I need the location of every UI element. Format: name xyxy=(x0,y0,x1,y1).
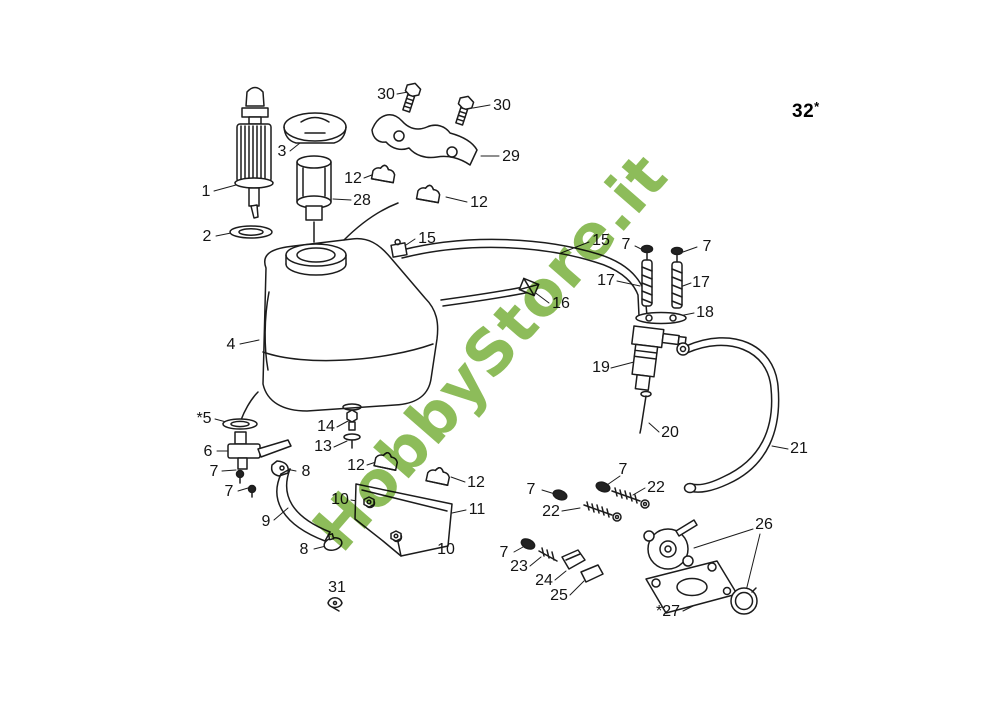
fuel-line-21 xyxy=(676,337,780,494)
figure-ref-star: * xyxy=(814,99,820,114)
lower-bracket xyxy=(354,449,453,557)
upper-bracket xyxy=(371,114,478,166)
fuel-cap xyxy=(283,112,347,144)
hose-clamps-upper xyxy=(370,162,442,204)
fuel-tank xyxy=(240,202,439,421)
fuel-pump xyxy=(643,519,758,615)
fuel-hose xyxy=(276,468,343,551)
fuel-filter xyxy=(229,86,274,239)
injector-valve xyxy=(631,325,687,434)
figure-ref-marker: 32* xyxy=(792,99,820,123)
cap-insert xyxy=(296,155,332,221)
tank-outlet xyxy=(343,409,361,449)
clip-31 xyxy=(327,597,343,612)
pump-mount-parts xyxy=(520,538,604,583)
petcock xyxy=(222,418,292,498)
figure-ref-number: 32 xyxy=(792,101,815,122)
mount-bolts xyxy=(398,80,476,127)
pump-fittings xyxy=(552,481,650,522)
valve-fasteners xyxy=(635,244,687,325)
fuel-line-main xyxy=(390,238,648,317)
